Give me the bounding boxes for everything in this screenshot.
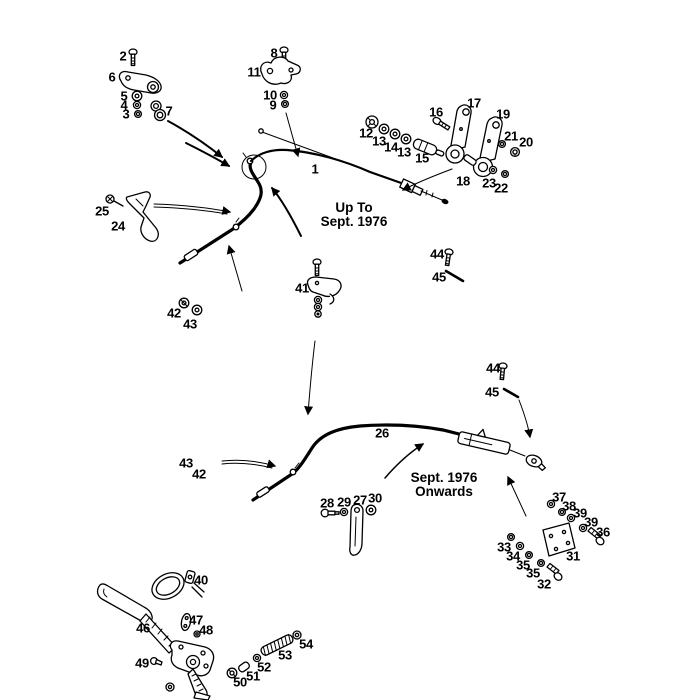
lever-grip-46 <box>96 583 153 624</box>
cable-clamp-set <box>178 258 342 318</box>
bolt-32-icon <box>546 562 563 581</box>
pointer-arrows <box>153 112 534 517</box>
bolt-44-lower-icon <box>497 362 508 381</box>
washer-52-icon <box>252 653 262 663</box>
nut-21-icon <box>497 139 507 149</box>
upper-cable-assembly <box>178 128 449 265</box>
upper-left-fastener-set <box>118 48 167 122</box>
washer-41a-icon <box>313 295 323 305</box>
washer-37-icon <box>546 499 556 509</box>
pin-18-icon <box>463 154 477 166</box>
pin-45-upper-icon <box>444 269 465 283</box>
washer-5-icon <box>131 90 143 102</box>
mounting-plate-set <box>506 499 605 581</box>
equaliser-lever-set <box>365 104 521 179</box>
washer-14-icon <box>389 128 401 140</box>
clamp-41 <box>306 276 342 298</box>
nut-20-icon <box>509 146 521 158</box>
washer-13b-icon <box>400 133 412 145</box>
pin-45-lower-icon <box>502 387 520 399</box>
bolt-49-icon <box>149 656 163 666</box>
washer-43-icon <box>191 304 203 316</box>
washer-39b-icon <box>578 523 588 533</box>
washer-4-icon <box>132 100 142 110</box>
plate-31 <box>542 522 576 557</box>
cable-eye-end <box>525 454 547 472</box>
sleeve-15-icon <box>412 138 445 157</box>
washer-48-icon <box>193 630 201 638</box>
washer-29-icon <box>339 507 349 517</box>
plate-47-icon <box>180 612 192 632</box>
nut-9-icon <box>280 99 290 109</box>
cable-guide-bracket-set <box>260 46 301 109</box>
nut-38-icon <box>557 507 567 517</box>
sleeve-51-icon <box>238 661 250 673</box>
bracket-11 <box>260 56 301 85</box>
washer-54-icon <box>292 630 302 640</box>
bolt-28-icon <box>320 508 340 518</box>
washer-50-icon <box>226 667 238 679</box>
nut-35a-icon <box>524 550 534 560</box>
bolt-16-icon <box>432 116 451 131</box>
nut-22-icon <box>500 169 510 179</box>
spring-53-icon <box>260 633 294 657</box>
nut-3-icon <box>133 109 143 119</box>
lower-cable-assembly <box>251 423 547 502</box>
link-27 <box>349 503 364 556</box>
bolt-set-upper <box>442 247 465 283</box>
washer-13-icon <box>378 123 390 135</box>
cable-loop-40 <box>151 572 185 600</box>
cable-adjuster-lower <box>457 428 511 455</box>
nut-33-icon <box>506 532 516 542</box>
washer-41b-icon <box>313 302 323 312</box>
handbrake-lever-assembly <box>96 569 215 700</box>
body-clip-set <box>105 191 159 242</box>
detail-circle <box>241 154 267 180</box>
pawl-spring-set <box>226 630 302 679</box>
clip-24 <box>125 191 159 242</box>
washer-10-icon <box>279 90 289 100</box>
trunnion-link-set <box>320 503 377 556</box>
washer-39a-icon <box>566 513 576 523</box>
bolt-41-icon <box>312 258 322 277</box>
screw-25-icon <box>105 194 115 204</box>
bolt-2-icon <box>128 48 138 67</box>
nut-35b-icon <box>536 558 546 568</box>
bolt-set-lower <box>497 362 520 399</box>
bolt-36-icon <box>587 526 605 546</box>
washer-34-icon <box>515 541 525 551</box>
washer-23-icon <box>488 165 498 175</box>
bolt-44-upper-icon <box>442 247 455 267</box>
